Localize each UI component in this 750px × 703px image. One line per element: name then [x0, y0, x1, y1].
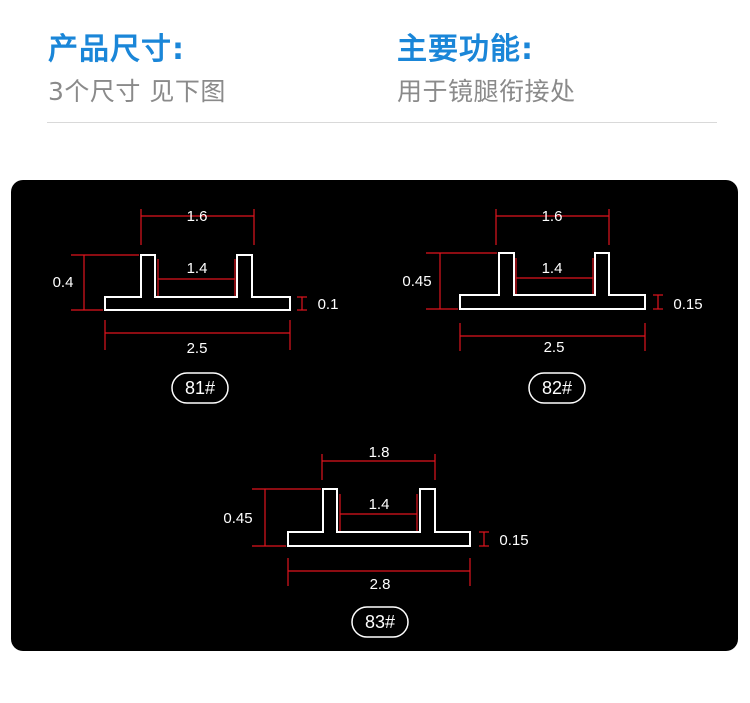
dim-inner-width-83: 1.4	[369, 496, 390, 513]
main-function-title: 主要功能:	[397, 32, 534, 67]
badge-83-label: 83#	[365, 612, 395, 632]
dim-top-width-83: 1.8	[369, 444, 390, 461]
profile-82: 1.6 1.4 0.45 0.15 2.5 82#	[402, 208, 703, 404]
dimension-lines-81	[71, 209, 307, 350]
dim-top-width-81: 1.6	[187, 208, 208, 225]
badge-81-label: 81#	[185, 378, 215, 398]
dim-base-thickness-82: 0.15	[673, 296, 702, 313]
dim-height-82: 0.45	[402, 273, 431, 290]
dimension-lines-82	[426, 209, 663, 351]
product-size-title: 产品尺寸:	[48, 32, 185, 67]
main-function-subtitle: 用于镜腿衔接处	[397, 77, 576, 106]
dim-base-thickness-81: 0.1	[318, 296, 339, 313]
dim-base-width-81: 2.5	[187, 340, 208, 357]
badge-83-outline	[351, 606, 409, 638]
header-divider	[47, 122, 717, 123]
badge-82-outline	[528, 372, 586, 404]
profile-outline-83	[287, 488, 471, 547]
dim-base-width-82: 2.5	[544, 339, 565, 356]
dim-top-width-82: 1.6	[542, 208, 563, 225]
profile-83: 1.8 1.4 0.45 0.15 2.8 83#	[223, 444, 529, 638]
diagram-canvas: 1.6 1.4 0.4 0.1 2.5 81# 1.6 1.4 0.45 0.1…	[53, 208, 703, 638]
dim-height-81: 0.4	[53, 274, 74, 291]
profile-81: 1.6 1.4 0.4 0.1 2.5 81#	[53, 208, 339, 404]
product-size-subtitle: 3个尺寸 见下图	[48, 77, 226, 106]
diagram-panel: 1.6 1.4 0.4 0.1 2.5 81# 1.6 1.4 0.45 0.1…	[11, 180, 738, 651]
dim-height-83: 0.45	[223, 510, 252, 527]
badge-82-label: 82#	[542, 378, 572, 398]
profile-outline-82	[459, 252, 646, 310]
badge-81-outline	[171, 372, 229, 404]
dim-base-thickness-83: 0.15	[499, 532, 528, 549]
dim-inner-width-81: 1.4	[187, 260, 208, 277]
dimension-lines-83	[252, 454, 489, 586]
dim-base-width-83: 2.8	[370, 576, 391, 593]
dim-inner-width-82: 1.4	[542, 260, 563, 277]
profile-outline-81	[104, 254, 291, 311]
